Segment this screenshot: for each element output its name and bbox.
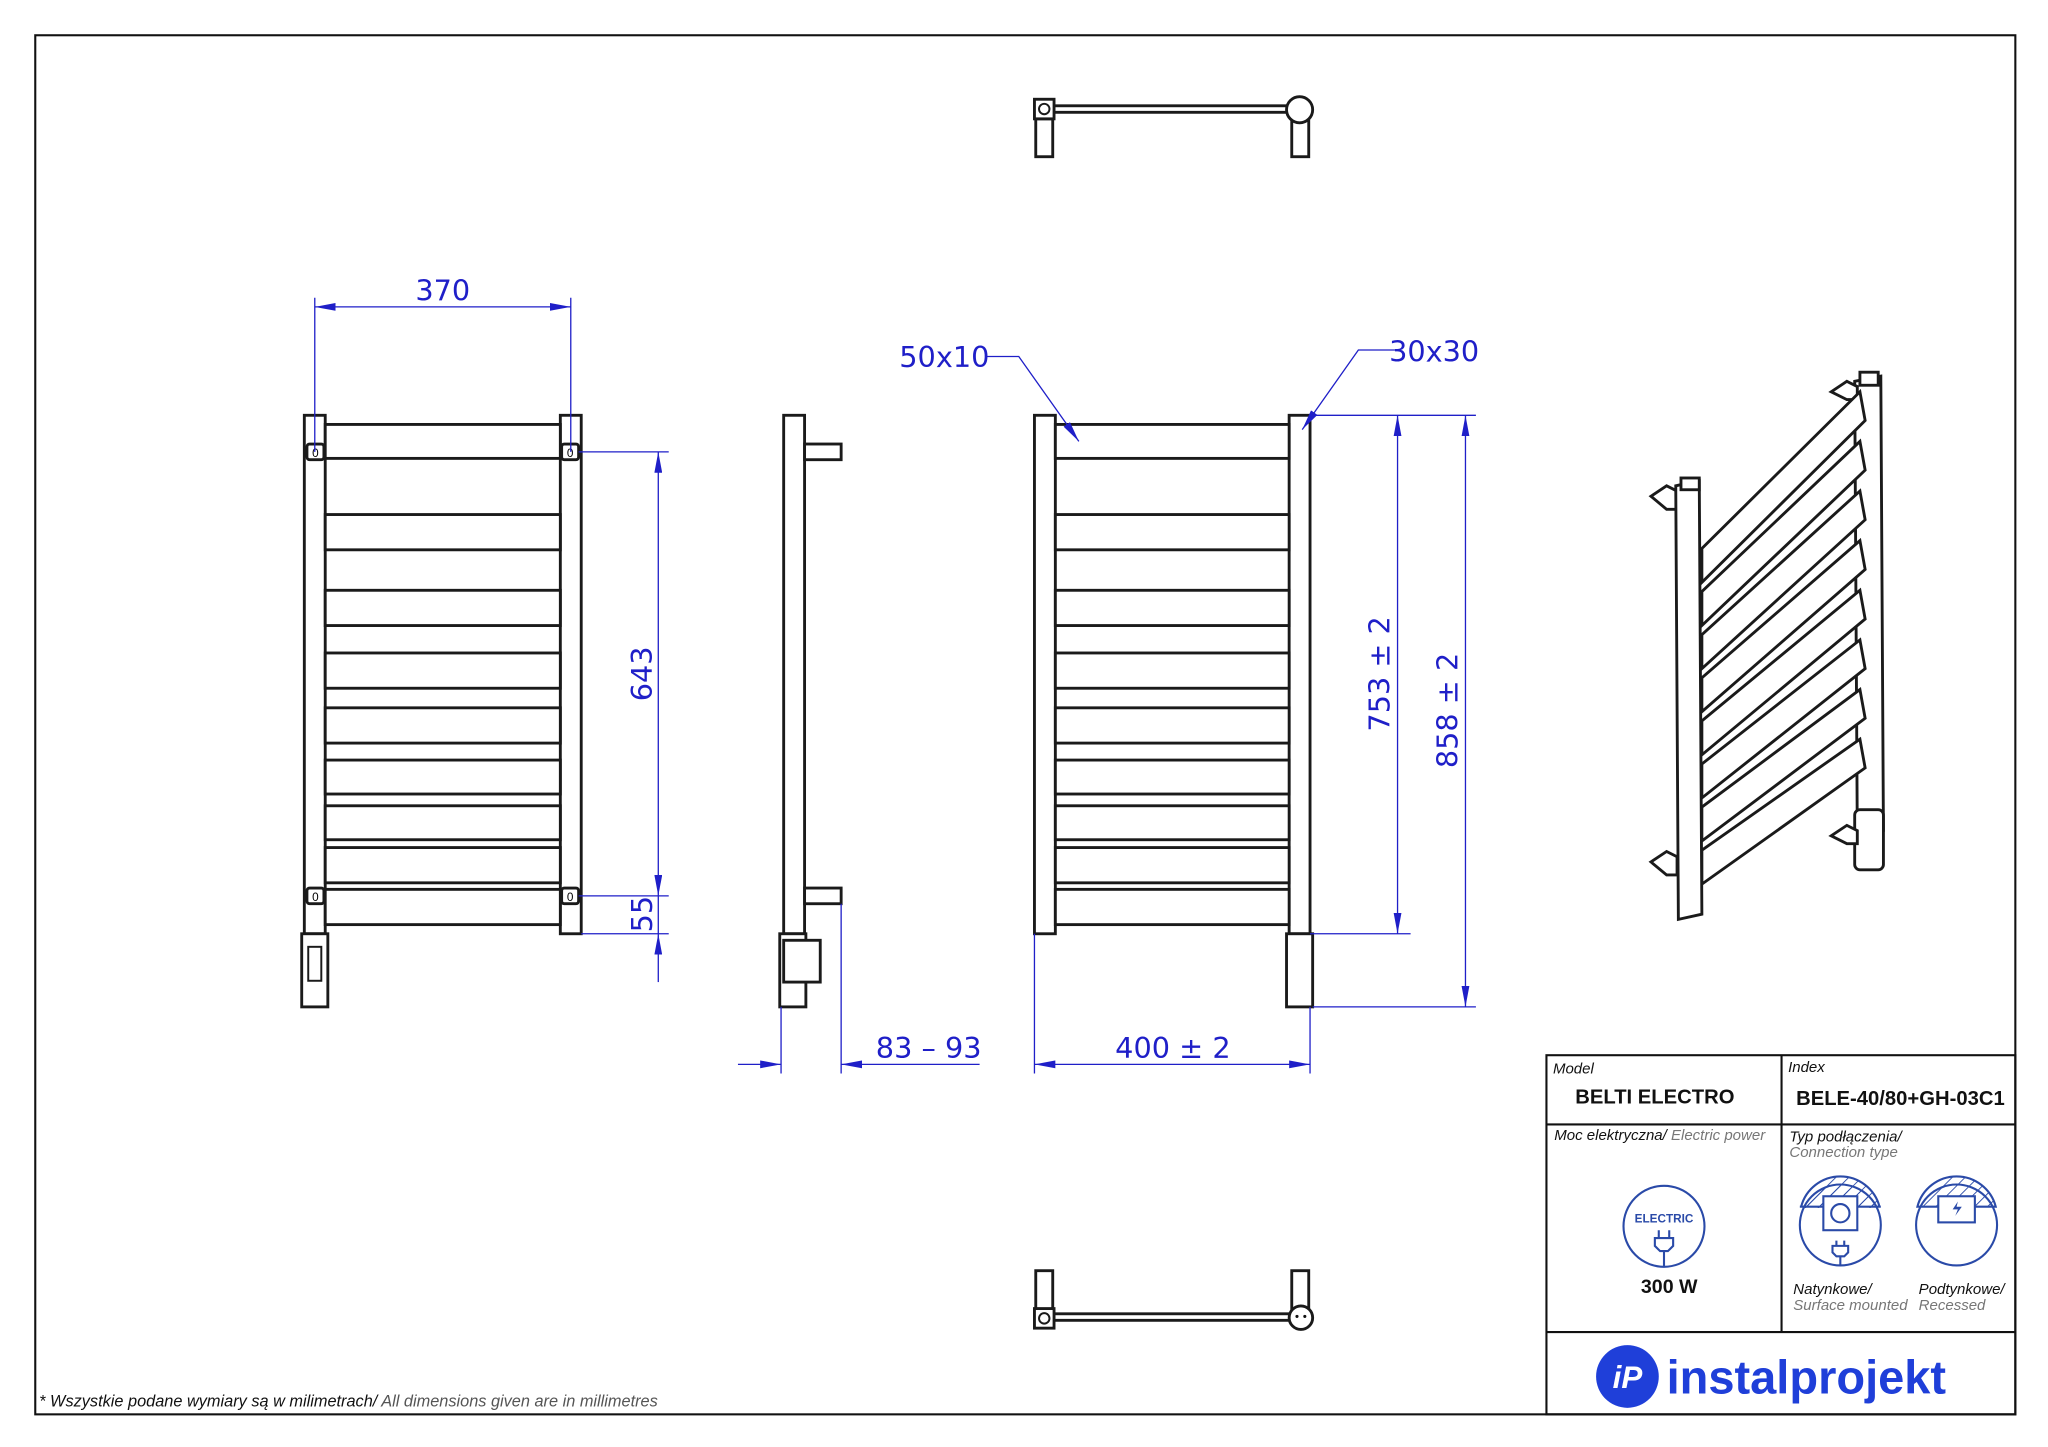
footnote: * Wszystkie podane wymiary są w milimetr…: [39, 1393, 658, 1411]
title-block: Model BELTI ELECTRO Index BELE-40/80+GH-…: [1545, 1054, 2017, 1416]
towel-bar: [323, 706, 562, 745]
towel-bar: [323, 513, 562, 552]
bars: [1053, 422, 1291, 927]
bracket-stub: [803, 442, 843, 462]
towel-bar: [1053, 588, 1291, 627]
svg-text:0: 0: [567, 891, 574, 904]
index-value: BELE-40/80+GH-03C1: [1796, 1088, 2005, 1110]
towel-bar: [323, 758, 562, 796]
wall-bracket: 0: [560, 886, 581, 906]
index-label: Index: [1788, 1059, 1825, 1076]
surface-label: Natynkowe/: [1793, 1281, 1873, 1298]
towel-bar: [323, 588, 562, 627]
left-post: [302, 413, 327, 936]
heater-element: [300, 932, 330, 1009]
bottom-view: [1033, 1269, 1315, 1331]
svg-text:0: 0: [312, 891, 319, 904]
dimension-370: 370: [415, 273, 470, 307]
model-value: BELTI ELECTRO: [1575, 1087, 1734, 1109]
instalprojekt-logo: iP instalprojekt: [1596, 1345, 1946, 1408]
towel-bar: [323, 804, 562, 842]
towel-bar: [1053, 651, 1291, 690]
wall-bracket: 0: [305, 886, 326, 906]
towel-bar: [323, 651, 562, 690]
dimension-55: 55: [625, 896, 659, 933]
bar-profile-label: 50x10: [899, 340, 989, 374]
drawing-frame: [34, 34, 2017, 1416]
front-view: 0 0 0 0 370 643 55: [300, 273, 669, 1009]
towel-bar: [1700, 488, 1867, 672]
towel-bar: [1053, 422, 1291, 460]
svg-text:0: 0: [312, 447, 319, 460]
power-value: 300 W: [1641, 1276, 1698, 1298]
towel-bar: [1700, 388, 1867, 586]
svg-text:iP: iP: [1613, 1360, 1643, 1395]
front-view-dimensioned: 50x10 30x30 753 ± 2 858 ± 2 400 ± 2: [899, 335, 1479, 1074]
recessed-label: Podtynkowe/: [1919, 1281, 2007, 1298]
towel-bar: [1053, 887, 1291, 927]
side-view: 83 – 93: [737, 413, 982, 1074]
post-profile-label: 30x30: [1389, 335, 1479, 369]
wall-bracket: 0: [305, 442, 326, 462]
dimension-depth: 83 – 93: [876, 1031, 982, 1065]
electric-plug-icon: ELECTRIC: [1622, 1184, 1706, 1268]
dimension-400: 400 ± 2: [1115, 1031, 1230, 1065]
towel-bar: [323, 422, 562, 460]
svg-text:ELECTRIC: ELECTRIC: [1635, 1212, 1694, 1225]
bars: [323, 422, 562, 927]
dimension-753: 753 ± 2: [1363, 616, 1397, 731]
towel-bar: [1053, 706, 1291, 745]
bracket-stub: [803, 886, 843, 906]
surface-mounted-icon: [1798, 1175, 1882, 1267]
surface-label-en: Surface mounted: [1793, 1297, 1908, 1314]
towel-bar: [1053, 804, 1291, 842]
towel-bar: [323, 846, 562, 885]
recessed-label-en: Recessed: [1919, 1297, 1986, 1314]
svg-text:0: 0: [567, 447, 574, 460]
model-label: Model: [1553, 1060, 1595, 1077]
connection-label: Typ podłączenia/: [1789, 1128, 1903, 1145]
towel-bar: [323, 887, 562, 927]
connection-label-en: Connection type: [1789, 1144, 1897, 1161]
dimension-643: 643: [625, 646, 659, 701]
dimension-858: 858 ± 2: [1431, 653, 1465, 768]
top-view: [1033, 95, 1315, 159]
towel-bar: [1053, 846, 1291, 885]
towel-bar: [1700, 438, 1867, 629]
towel-bar: [1053, 513, 1291, 552]
right-post: [558, 413, 583, 936]
towel-bar: [1053, 758, 1291, 796]
heater-element: [1285, 932, 1315, 1009]
power-label: Moc elektryczna/ Electric power: [1554, 1127, 1766, 1144]
svg-text:instalprojekt: instalprojekt: [1667, 1350, 1947, 1403]
isometric-view: [1648, 370, 1885, 922]
recessed-icon: [1915, 1175, 1999, 1267]
